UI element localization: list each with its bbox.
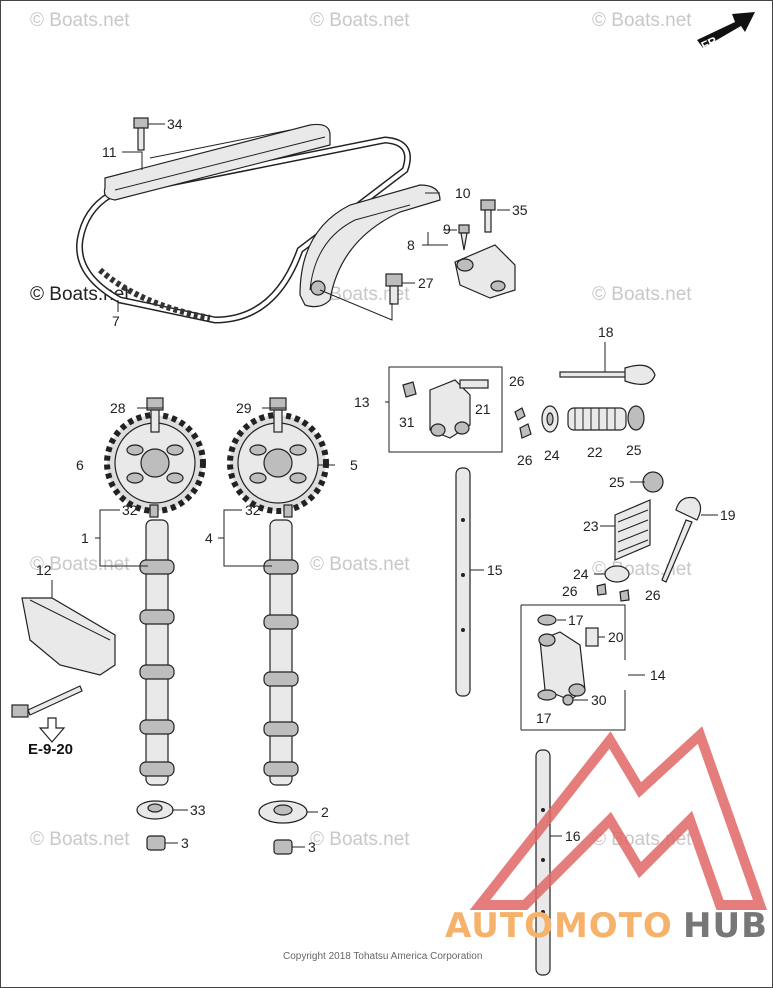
callout-26a: 26: [509, 373, 525, 389]
callout-33: 33: [190, 802, 206, 818]
callout-32b: 32: [245, 502, 261, 518]
callout-26b: 26: [517, 452, 533, 468]
leader-lines: [51, 123, 718, 848]
callout-19: 19: [720, 507, 736, 523]
valve-seal-25b: [642, 471, 664, 493]
callout-3b: 3: [308, 839, 316, 855]
callout-9: 9: [443, 221, 451, 237]
callout-25b: 25: [609, 474, 625, 490]
cotter-26c: [596, 583, 607, 596]
callout-28: 28: [110, 400, 126, 416]
rocker-arm-assembly-13: [388, 366, 503, 453]
spring-seat-24b: [604, 565, 630, 583]
valve-spring-22: [567, 407, 627, 431]
valve-seal-25: [627, 405, 645, 431]
callout-11: 11: [102, 144, 117, 160]
spring-seat-24: [541, 405, 559, 433]
cotter-26b: [519, 423, 532, 439]
callout-8: 8: [407, 237, 415, 253]
arrow-reference: [38, 717, 66, 743]
callout-13: 13: [354, 394, 370, 410]
reference-label: E-9-20: [28, 741, 73, 758]
callout-27: 27: [418, 275, 434, 291]
callout-34: 34: [167, 116, 183, 132]
watermark: © Boats.net: [310, 284, 410, 305]
bolt-34: [133, 117, 149, 151]
callout-4: 4: [205, 530, 213, 546]
copyright: Copyright 2018 Tohatsu America Corporati…: [283, 951, 482, 962]
callout-26c: 26: [562, 583, 578, 599]
camshaft-sprocket-5: [227, 412, 329, 514]
watermark: © Boats.net: [30, 554, 130, 575]
callout-29: 29: [236, 400, 252, 416]
rocker-shaft-15: [455, 467, 471, 697]
plug-3b: [273, 839, 293, 855]
chain-tensioner-lever: [299, 184, 441, 308]
pin-9: [458, 224, 470, 251]
rocker-arm-assembly-14: [520, 604, 626, 731]
chain-guide: [103, 123, 331, 201]
bracket-12: [21, 597, 116, 676]
exhaust-valve-19: [661, 496, 702, 583]
bolt-12: [11, 685, 83, 718]
watermark: © Boats.net: [592, 284, 692, 305]
watermark: © Boats.net: [310, 829, 410, 850]
oil-seal-33: [136, 800, 174, 820]
callout-14: 14: [650, 667, 666, 683]
callout-30: 30: [591, 692, 607, 708]
watermark: © Boats.net: [310, 10, 410, 31]
chain-tensioner: [454, 244, 516, 299]
front-direction-arrow: FR.: [697, 12, 755, 53]
watermark: © Boats.net: [592, 10, 692, 31]
callout-7: 7: [112, 313, 120, 329]
cotter-26d: [619, 589, 630, 602]
brand-name-part1: AUTOMOTO: [445, 906, 673, 946]
callout-24a: 24: [544, 447, 560, 463]
automotohub-logo: [469, 726, 768, 910]
callout-17b: 17: [536, 710, 552, 726]
watermark: © Boats.net: [30, 10, 130, 31]
callout-3a: 3: [181, 835, 189, 851]
callout-22: 22: [587, 444, 603, 460]
callout-35: 35: [512, 202, 528, 218]
camshaft-1: [139, 504, 175, 786]
callout-15: 15: [487, 562, 503, 578]
plug-3a: [146, 835, 166, 851]
watermark: © Boats.net: [30, 829, 130, 850]
callout-1: 1: [81, 530, 89, 546]
camshaft-4: [263, 504, 299, 786]
callout-10: 10: [455, 185, 471, 201]
bolt-29: [269, 397, 287, 433]
timing-chain: [76, 136, 411, 324]
callout-18: 18: [598, 324, 614, 340]
callout-5: 5: [350, 457, 358, 473]
callout-31: 31: [399, 414, 415, 430]
callout-17a: 17: [568, 612, 584, 628]
callout-6: 6: [76, 457, 84, 473]
cotter-26a: [514, 407, 526, 421]
callout-23: 23: [583, 518, 599, 534]
callout-25a: 25: [626, 442, 642, 458]
callout-20: 20: [608, 629, 624, 645]
valve-spring-23: [614, 499, 651, 561]
callout-26d: 26: [645, 587, 661, 603]
thrust-plate-2: [258, 800, 308, 824]
callout-2: 2: [321, 804, 329, 820]
bolt-27: [385, 273, 403, 305]
intake-valve: [559, 364, 656, 385]
watermark: © Boats.net: [310, 554, 410, 575]
bolt-28: [146, 397, 164, 433]
brand-name-part2: HUB: [683, 906, 768, 946]
callout-16: 16: [565, 828, 581, 844]
callout-12: 12: [36, 562, 52, 578]
rocker-shaft-16: [535, 749, 551, 976]
callout-32a: 32: [122, 502, 138, 518]
callout-24b: 24: [573, 566, 589, 582]
bolt-35: [480, 199, 496, 233]
callout-21: 21: [475, 401, 491, 417]
